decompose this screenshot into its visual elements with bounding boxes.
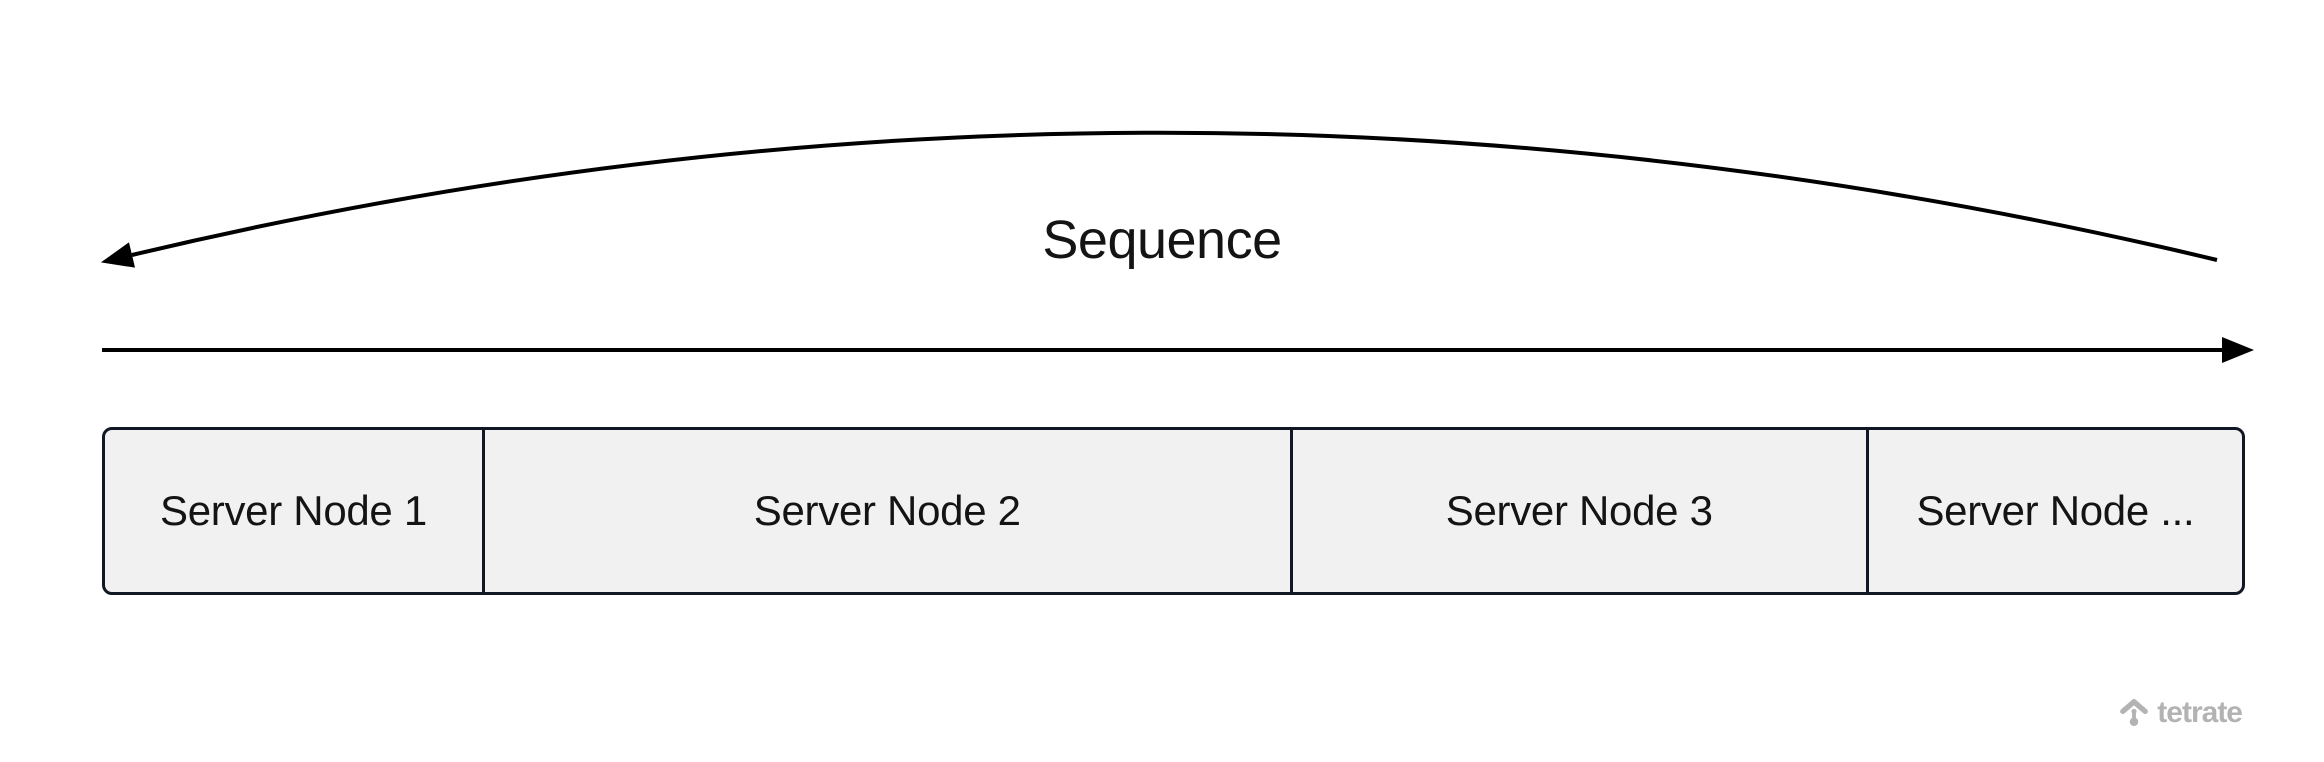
- node-server-node-1: Server Node 1: [160, 487, 427, 534]
- node-server-node-2: Server Node 2: [481, 430, 1290, 592]
- tetrate-logo: tetrate: [2119, 696, 2243, 729]
- sequence-return-arrow: [100, 130, 2218, 268]
- tetrate-logo-text: tetrate: [2157, 696, 2243, 729]
- tetrate-mark-icon: [2120, 699, 2149, 727]
- sequence-label: Sequence: [1042, 210, 1282, 270]
- node-server-node-3: Server Node 3: [1289, 430, 1866, 592]
- node-server-node-more: Server Node ...: [1865, 430, 2242, 592]
- server-node-row: Server Node 1 Server Node 2 Server Node …: [102, 427, 2245, 595]
